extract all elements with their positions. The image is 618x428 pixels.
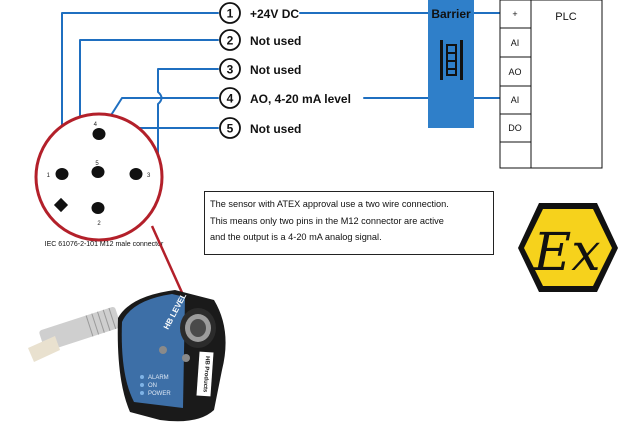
pin-5: [91, 166, 105, 178]
sensor-illustration: HB LEVEL SWITCH HB Products ALARM ON POW…: [28, 262, 226, 422]
pin-3: [129, 168, 143, 180]
connection-labels: 1 +24V DC 2 Not used 3 Not used 4 AO, 4-…: [219, 2, 351, 139]
connection-1: 1 +24V DC: [219, 2, 299, 24]
atex-ex-logo: Ex: [518, 203, 618, 292]
connection-5-label: Not used: [250, 122, 301, 136]
connection-5-number: 5: [227, 122, 234, 136]
connector-caption: IEC 61076-2-101 M12 male connector: [45, 241, 164, 248]
plc-terminals: [500, 27, 531, 143]
plc-terminal-5: DO: [508, 123, 522, 133]
pin-2-label: 2: [97, 221, 101, 227]
indicator-power: POWER: [148, 391, 171, 397]
pin-4: [92, 128, 106, 140]
connection-5: 5 Not used: [219, 117, 301, 139]
pin-1-label: 1: [47, 173, 51, 179]
connection-3-number: 3: [227, 63, 234, 77]
sensor-brand: HB Products: [201, 356, 210, 393]
connection-4-label: AO, 4-20 mA level: [250, 92, 351, 106]
barrier-label: Barrier: [431, 7, 471, 21]
connection-4-number: 4: [227, 92, 234, 106]
m12-connector: 1 2 3 4 5 IEC 61076-2-101 M12 male conne…: [34, 112, 164, 248]
pin-2: [91, 202, 105, 214]
plc-block: PLC + AI AO AI DO: [499, 0, 603, 169]
plc-terminal-4: AI: [511, 95, 520, 105]
pin-4-label: 4: [94, 122, 98, 128]
note-line-3: and the output is a 4-20 mA analog signa…: [210, 232, 382, 242]
atex-ex-text: Ex: [532, 223, 600, 283]
indicator-alarm: ALARM: [148, 375, 169, 381]
connection-1-label: +24V DC: [250, 7, 299, 21]
atex-note-box: The sensor with ATEX approval use a two …: [204, 191, 494, 255]
sensor-indicators: ALARM ON POWER: [140, 375, 171, 397]
pin-5-label: 5: [95, 161, 99, 167]
connection-1-number: 1: [227, 7, 234, 21]
indicator-on: ON: [148, 383, 157, 389]
plc-terminal-2: AI: [511, 38, 520, 48]
isolator-icon: [440, 40, 463, 80]
plc-label: PLC: [555, 11, 576, 23]
connection-2-label: Not used: [250, 34, 301, 48]
barrier-block: Barrier: [428, 0, 474, 128]
connection-3: 3 Not used: [219, 58, 301, 80]
plc-terminal-1: +: [512, 9, 517, 19]
connection-2: 2 Not used: [219, 29, 301, 51]
connection-2-number: 2: [227, 34, 234, 48]
pin-1: [55, 168, 69, 180]
plc-terminal-3: AO: [508, 67, 521, 77]
connection-4: 4 AO, 4-20 mA level: [219, 87, 351, 109]
pin-3-label: 3: [147, 173, 151, 179]
connector-pins: [55, 128, 143, 214]
note-line-1: The sensor with ATEX approval use a two …: [210, 199, 449, 209]
wire-pin-1: [61, 12, 219, 175]
connection-3-label: Not used: [250, 63, 301, 77]
note-line-2: This means only two pins in the M12 conn…: [210, 215, 444, 226]
